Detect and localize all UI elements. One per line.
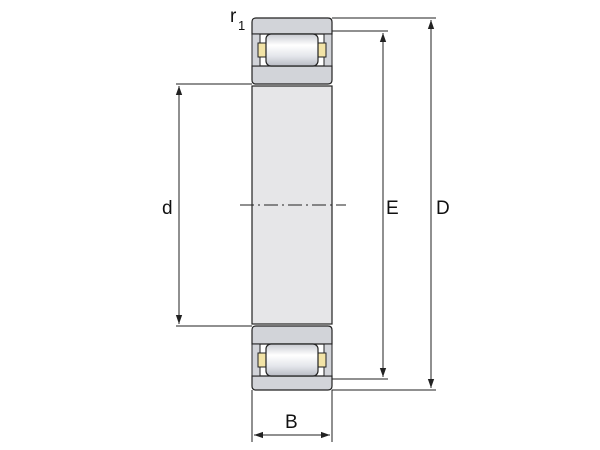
outer-ring-top <box>251 17 333 35</box>
label-D: D <box>436 198 450 219</box>
top-ring-section <box>251 17 333 85</box>
outer-ring-bottom <box>251 375 333 391</box>
cage-top-left <box>257 42 267 58</box>
inner-ring-top <box>251 65 333 85</box>
roller-bottom <box>265 343 319 377</box>
label-r: r <box>230 6 237 27</box>
label-B: B <box>285 412 298 433</box>
cage-bottom-left <box>257 352 267 368</box>
cage-top-right <box>317 42 327 58</box>
bottom-ring-section <box>251 325 333 391</box>
extension-lines <box>176 17 436 442</box>
roller-top <box>265 33 319 67</box>
label-r-subscript: 1 <box>238 18 245 33</box>
label-E: E <box>386 198 399 219</box>
inner-ring-bottom <box>251 325 333 345</box>
cage-bottom-right <box>317 352 327 368</box>
label-d: d <box>162 198 173 219</box>
